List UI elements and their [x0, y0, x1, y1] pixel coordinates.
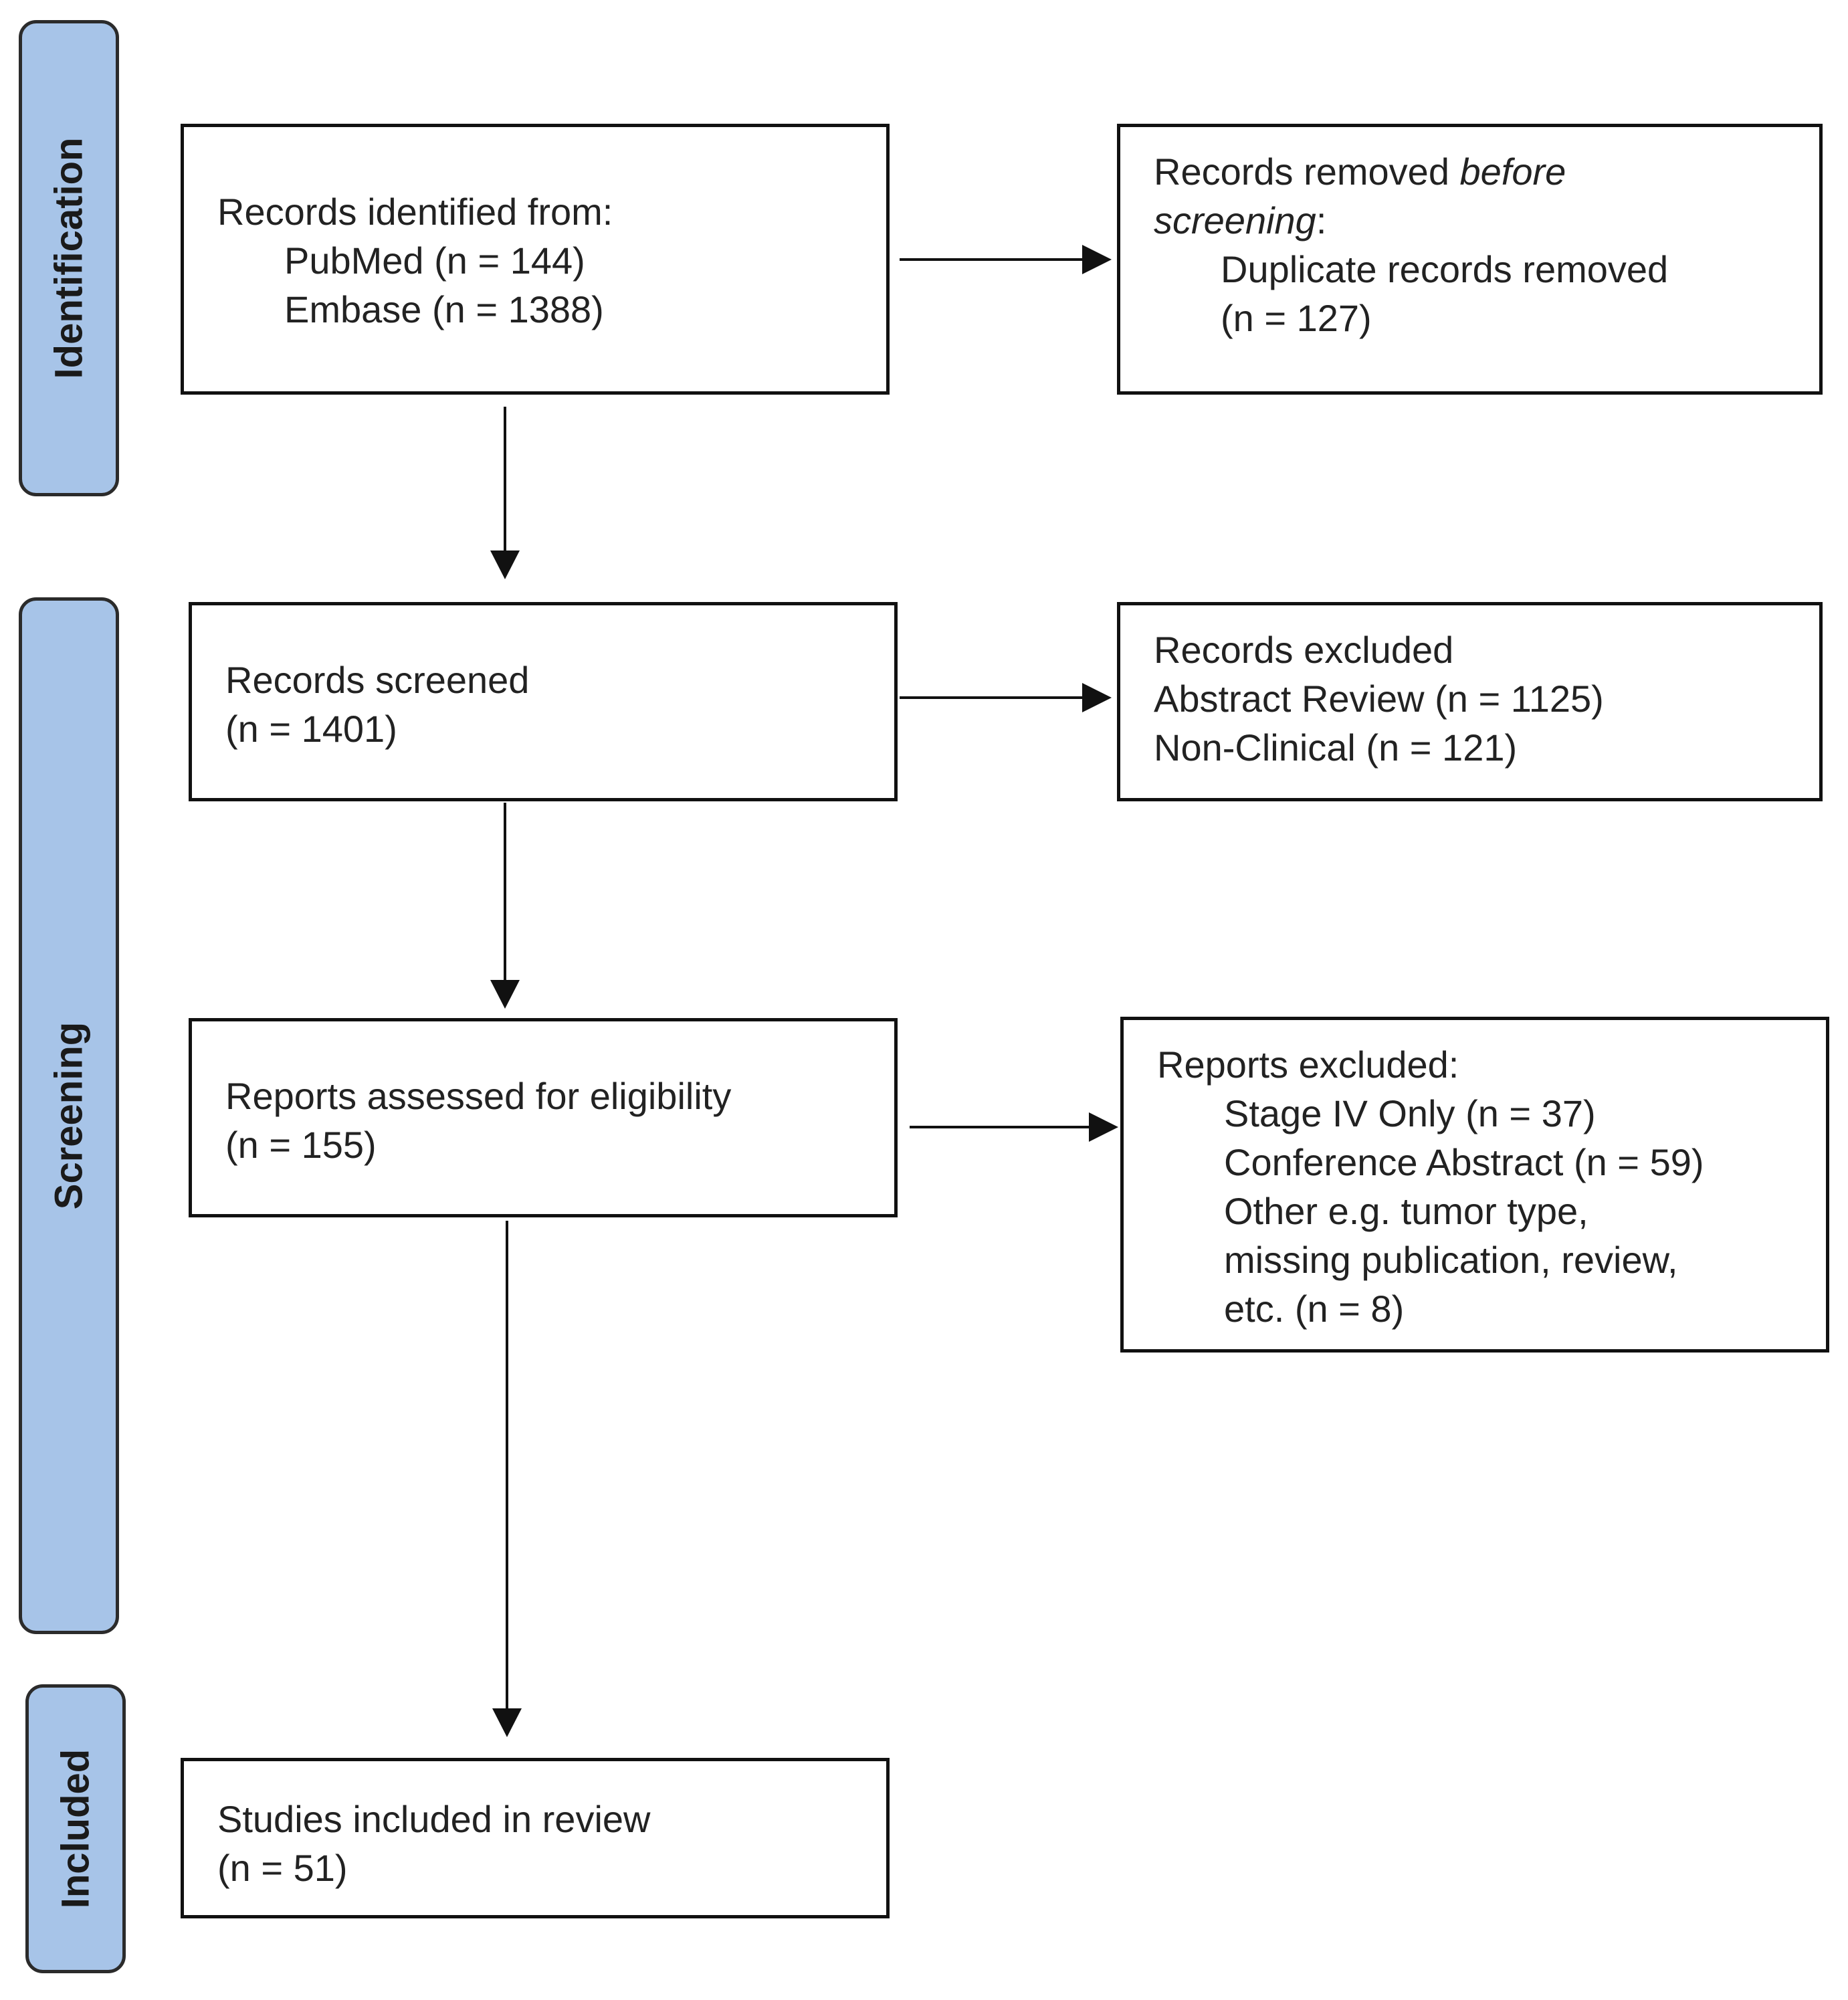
arrowhead-screened-to-assessed: [490, 980, 520, 1009]
arrowhead-identified-to-removed: [1082, 245, 1112, 274]
records-removed-heading-2: screening:: [1154, 199, 1327, 241]
studies-included-count: (n = 51): [217, 1847, 348, 1889]
arrowhead-assessed-to-reports-excluded: [1089, 1112, 1118, 1142]
arrowhead-identified-to-screened: [490, 551, 520, 579]
records-excluded-heading: Records excluded: [1154, 629, 1454, 671]
phase-included: Included: [25, 1684, 126, 1973]
records-screened-heading: Records screened: [225, 659, 530, 701]
studies-included-heading: Studies included in review: [217, 1798, 651, 1840]
records-identified-box: Records identified from: PubMed (n = 144…: [181, 124, 890, 395]
abstract-review-count: Abstract Review (n = 1125): [1154, 678, 1604, 720]
reports-assessed-heading: Reports assessed for eligibility: [225, 1075, 732, 1117]
records-screened-count: (n = 1401): [225, 708, 397, 750]
arrowhead-assessed-to-included: [492, 1708, 522, 1737]
stage-iv-count: Stage IV Only (n = 37): [1224, 1092, 1596, 1134]
pubmed-count: PubMed (n = 144): [284, 239, 585, 282]
other-reasons-line-1: Other e.g. tumor type,: [1224, 1190, 1588, 1232]
reports-excluded-box: Reports excluded: Stage IV Only (n = 37)…: [1120, 1017, 1829, 1353]
records-screened-box: Records screened (n = 1401): [189, 602, 898, 801]
records-excluded-box: Records excluded Abstract Review (n = 11…: [1117, 602, 1823, 801]
records-removed-box: Records removed before screening: Duplic…: [1117, 124, 1823, 395]
duplicate-records-count: (n = 127): [1221, 297, 1372, 339]
embase-count: Embase (n = 1388): [284, 288, 604, 330]
other-reasons-line-2: missing publication, review,: [1224, 1239, 1678, 1281]
other-reasons-line-3: etc. (n = 8): [1224, 1288, 1405, 1330]
studies-included-box: Studies included in review (n = 51): [181, 1758, 890, 1918]
records-identified-heading: Records identified from:: [217, 191, 613, 233]
reports-assessed-box: Reports assessed for eligibility (n = 15…: [189, 1018, 898, 1217]
phase-identification: Identification: [19, 20, 119, 496]
conference-abstract-count: Conference Abstract (n = 59): [1224, 1141, 1704, 1183]
non-clinical-count: Non-Clinical (n = 121): [1154, 726, 1518, 769]
phase-screening: Screening: [19, 597, 119, 1634]
reports-excluded-heading: Reports excluded:: [1157, 1043, 1459, 1086]
records-removed-heading: Records removed before: [1154, 151, 1566, 193]
duplicate-records-removed: Duplicate records removed: [1221, 248, 1669, 290]
arrowhead-screened-to-excluded: [1082, 683, 1112, 712]
reports-assessed-count: (n = 155): [225, 1124, 377, 1166]
